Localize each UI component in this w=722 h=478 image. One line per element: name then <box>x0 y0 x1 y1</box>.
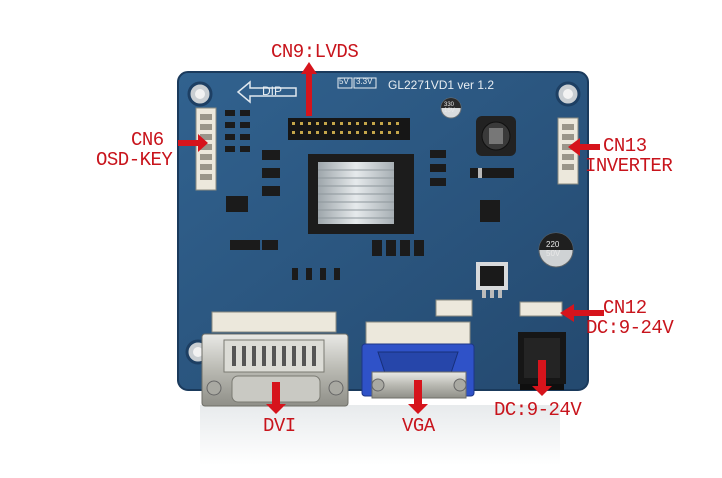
volt-5v-silk: 5V <box>339 77 349 86</box>
dc-jack <box>518 332 566 390</box>
cn6-osd-connector <box>195 107 217 191</box>
cn12-label: CN12 <box>603 297 647 319</box>
voltage-regulator <box>476 262 508 298</box>
cn12-dc-label: DC:9-24V <box>586 317 674 339</box>
dc-label: DC:9-24V <box>494 399 582 421</box>
dip-arrow-icon <box>236 80 297 104</box>
cn9-arrow-icon <box>301 62 317 116</box>
dip-silk: DIP <box>262 84 283 98</box>
inductor <box>476 116 516 156</box>
inverter-label: INVERTER <box>585 155 673 177</box>
board-model-silk: GL2271VD1 ver 1.2 <box>388 78 495 92</box>
cn13-label: CN13 <box>603 135 647 157</box>
cn9-label: CN9:LVDS <box>271 41 359 63</box>
capacitor-small <box>440 97 462 119</box>
vga-connector <box>361 321 475 399</box>
volt-33v-silk: 3.3V <box>356 77 373 86</box>
dvi-label: DVI <box>263 415 296 437</box>
white-connector <box>435 299 473 317</box>
vga-arrow-icon <box>408 380 428 414</box>
cn6-arrow-icon <box>178 134 208 152</box>
capacitor-large <box>538 232 574 268</box>
cap-large-silk: 220 50V <box>546 240 561 258</box>
cn12-connector <box>519 301 563 317</box>
dc-arrow-icon <box>532 360 552 396</box>
cn6-label: CN6 <box>131 129 164 151</box>
smd-components <box>225 110 500 280</box>
diode <box>470 168 514 178</box>
dvi-arrow-icon <box>266 382 286 414</box>
vga-label: VGA <box>402 415 435 437</box>
cn9-lvds-header <box>288 118 410 140</box>
cap-small-silk: 330 16V <box>444 102 455 114</box>
callout-arrows <box>178 62 604 414</box>
cn12-arrow-icon <box>560 304 604 322</box>
main-chip-heatsink <box>308 154 414 234</box>
cn13-arrow-icon <box>568 138 600 156</box>
osd-key-label: OSD-KEY <box>96 149 173 171</box>
board-reflection <box>200 405 560 465</box>
